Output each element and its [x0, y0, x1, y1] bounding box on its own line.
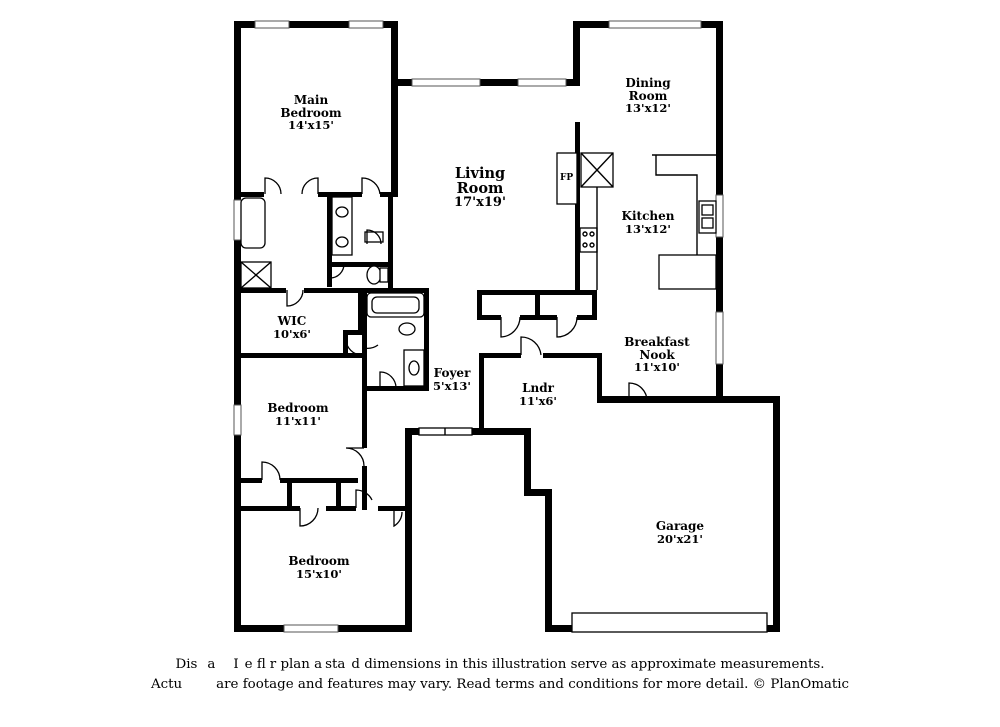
room-label-living-room: Living Room 17'x19' [454, 166, 506, 210]
room-name: Lndr [522, 381, 554, 395]
windows [233, 20, 724, 633]
room-dimensions: 11'x11' [275, 413, 321, 428]
doors [261, 177, 648, 528]
disclaimer-text: are footage and features may vary. Read … [216, 677, 850, 692]
room-dimensions: 17'x19' [454, 195, 506, 211]
room-dimensions: 20'x21' [657, 531, 703, 546]
room-name: Dining [625, 76, 671, 90]
room-name: Breakfast [624, 335, 690, 349]
room-name: Garage [655, 519, 705, 533]
room-name: Room [628, 88, 668, 103]
kitchen-island [658, 254, 717, 290]
room-name: Foyer [433, 366, 471, 380]
room-label-breakfast-nook: Breakfast Nook 11'x10' [624, 336, 689, 373]
interior-walls [234, 122, 602, 511]
room-label-laundry: Lndr 11'x6' [519, 382, 557, 407]
disclaimer-text: Actu [150, 677, 183, 692]
room-dimensions: 5'x13' [433, 378, 471, 393]
fireplace-label: FP [560, 173, 574, 183]
room-label-bedroom-3: Bedroom 15'x10' [288, 555, 349, 580]
disclaimer-text: e fl [244, 657, 266, 672]
room-name: WIC [277, 314, 307, 328]
fireplace [556, 152, 578, 205]
disclaimer-text: sta [325, 657, 346, 672]
room-label-garage: Garage 20'x21' [656, 520, 704, 545]
room-name: Nook [639, 347, 675, 362]
disclaimer-text: a [207, 657, 216, 672]
garage-door [571, 612, 768, 633]
room-name: Bedroom [280, 105, 342, 120]
disclaimer-text: Dis [175, 657, 198, 672]
room-label-kitchen: Kitchen 13'x12' [622, 210, 675, 235]
room-dimensions: 15'x10' [296, 566, 342, 581]
room-dimensions: 11'x6' [519, 393, 557, 408]
room-dimensions: 13'x12' [625, 221, 671, 236]
fixtures [240, 152, 768, 633]
room-name: Kitchen [621, 209, 675, 223]
room-dimensions: 14'x15' [288, 118, 334, 133]
room-label-wic: WIC 10'x6' [273, 315, 311, 340]
room-name: Room [456, 180, 504, 198]
room-label-bedroom-2: Bedroom 11'x11' [267, 402, 328, 427]
room-name: Bedroom [288, 554, 350, 568]
room-dimensions: 11'x10' [634, 360, 680, 375]
room-name: Main [293, 93, 329, 107]
disclaimer-text: I [233, 657, 239, 672]
room-dimensions: 10'x6' [273, 326, 311, 341]
range [579, 227, 598, 253]
room-label-foyer: Foyer 5'x13' [433, 367, 471, 392]
disclaimer-line-2: Actu are footage and features may vary. R… [0, 677, 1000, 692]
room-label-dining-room: Dining Room 13'x12' [625, 77, 671, 114]
room-name: Bedroom [267, 401, 329, 415]
room-dimensions: 13'x12' [625, 101, 671, 116]
hall-toilet [398, 322, 416, 336]
bathtub [240, 197, 266, 249]
room-name: Living [454, 165, 506, 182]
disclaimer-text: r plan a [269, 657, 323, 672]
disclaimer-text: d dimensions in this illustration serve … [351, 657, 825, 672]
room-label-main-bedroom: Main Bedroom 14'x15' [280, 94, 341, 131]
